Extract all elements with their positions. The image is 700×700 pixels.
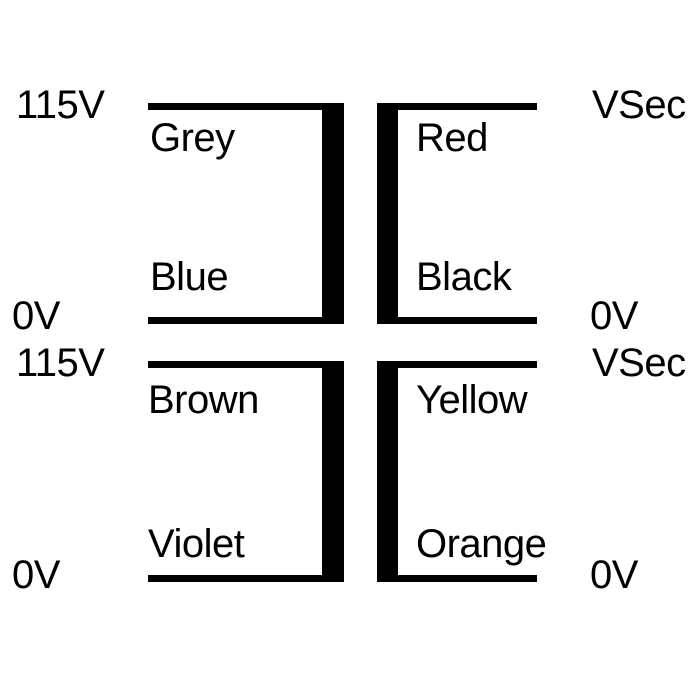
lead-line-blue [148,317,334,324]
core-bar-secondary-top [377,103,398,324]
terminal-label-primary-bottom-low: 0V [12,553,60,597]
wire-label-grey: Grey [150,116,235,160]
lead-line-red [388,103,537,110]
wire-label-brown: Brown [148,378,259,422]
terminal-label-primary-bottom-high: 115V [16,341,105,385]
terminal-label-secondary-bottom-low: 0V [590,553,638,597]
core-bar-primary-top [322,103,344,324]
wire-label-red: Red [416,116,488,160]
wire-label-black: Black [416,255,512,299]
wire-label-yellow: Yellow [416,378,528,422]
core-bar-secondary-bottom [377,361,398,582]
terminal-label-primary-top-low: 0V [12,294,60,338]
terminal-label-secondary-top-low: 0V [590,294,638,338]
lead-line-brown [148,361,334,368]
terminal-label-secondary-bottom-high: VSec [592,341,686,385]
lead-line-grey [148,103,334,110]
terminal-label-primary-top-high: 115V [16,83,105,127]
wire-label-orange: Orange [416,522,547,566]
core-bar-primary-bottom [322,361,344,582]
wire-label-violet: Violet [148,522,245,566]
lead-line-orange [388,575,537,582]
wire-label-blue: Blue [150,255,229,299]
lead-line-yellow [388,361,537,368]
lead-line-violet [148,575,334,582]
lead-line-black [388,317,537,324]
terminal-label-secondary-top-high: VSec [592,83,686,127]
